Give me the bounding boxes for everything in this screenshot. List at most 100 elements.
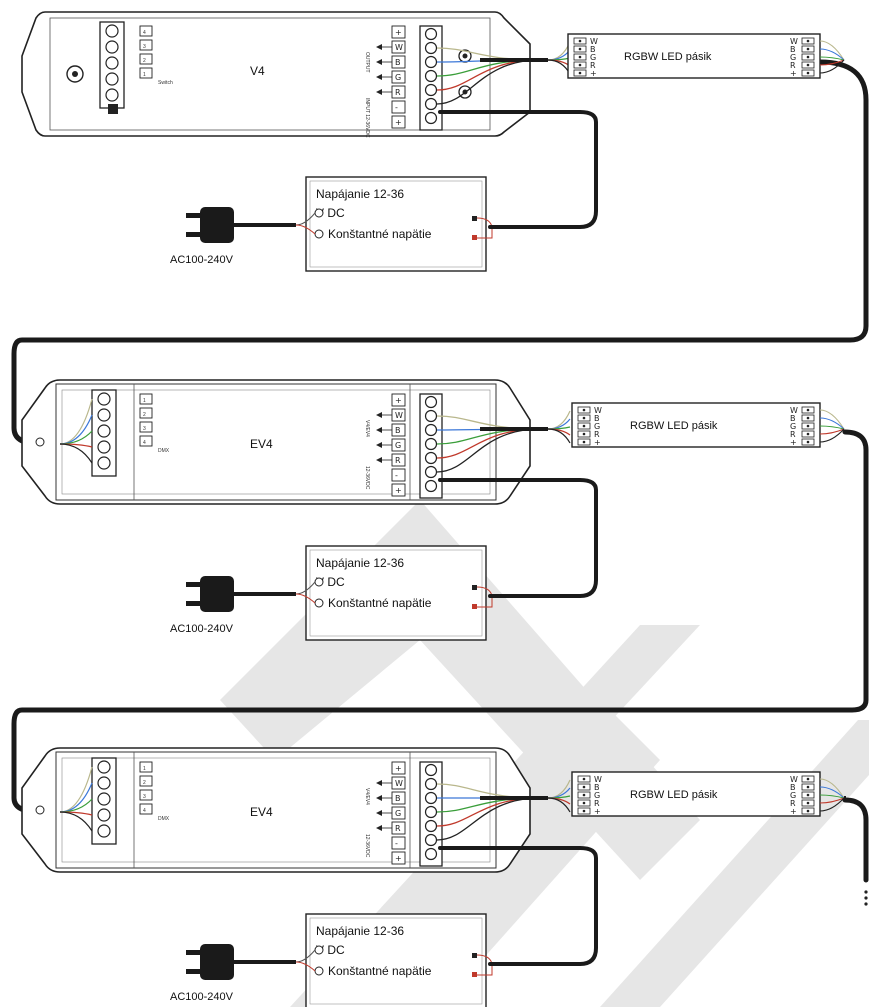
strip-pad-dot: [806, 416, 810, 420]
strip-channel-label: B: [790, 45, 796, 54]
terminal-screw: [424, 847, 438, 861]
input-label: INPUT 12-36VDC: [364, 98, 370, 138]
channel-switch: [139, 803, 153, 815]
strip-body: [571, 402, 821, 448]
strip-body: [567, 33, 821, 79]
strip-out-wire: [819, 59, 845, 66]
strip-pad-dot: [582, 408, 586, 412]
power-supply-inner: [309, 549, 483, 637]
strip-pad-dot: [806, 809, 810, 813]
strip-label: RGBW LED pásik: [630, 420, 718, 432]
channel-switch: [139, 53, 153, 65]
power-supply-line1: Napájanie 12-36: [316, 924, 404, 938]
plug-prong: [186, 582, 201, 587]
terminal-screw: [424, 41, 438, 55]
terminal-key-label: +: [395, 396, 402, 405]
terminal-key: [391, 115, 406, 129]
plug-voltage-label: AC100-240V: [170, 254, 234, 266]
strip-channel-label: +: [790, 69, 797, 78]
terminal-key-label: +: [395, 28, 402, 37]
strip-channel-label: +: [594, 807, 601, 816]
terminal-screw: [424, 111, 438, 125]
output-label: V4/EV4: [364, 420, 370, 437]
strip-channel-label: W: [594, 775, 602, 784]
terminal-key-label: W: [395, 411, 403, 420]
terminal-key-label: B: [395, 794, 401, 803]
plug-prong: [186, 232, 201, 237]
terminal-screw: [97, 408, 111, 422]
power-supply-line3: Konštantné napätie: [328, 964, 432, 978]
terminal-screw: [424, 27, 438, 41]
channel-switch: [139, 25, 153, 37]
channel-label: 2: [143, 58, 146, 64]
channel-label: 1: [143, 398, 146, 404]
channel-label: 3: [143, 794, 146, 800]
terminal-screw: [424, 69, 438, 83]
terminal-screw: [424, 97, 438, 111]
strip-channel-label: R: [790, 61, 796, 70]
ac-terminal-icon: [314, 945, 324, 955]
status-led-icon: [108, 104, 118, 114]
strip-pad-dot: [806, 408, 810, 412]
strip-channel-label: W: [590, 37, 598, 46]
strip-pad-dot: [582, 793, 586, 797]
mount-hole-center: [72, 71, 78, 77]
diode-icon: [376, 795, 382, 801]
terminal-screw: [424, 423, 438, 437]
strip-channel-label: +: [594, 438, 601, 447]
strip-fan-wire: [547, 59, 571, 75]
dc-positive-terminal: [472, 604, 477, 609]
dc-positive-terminal: [472, 972, 477, 977]
terminal-key: [391, 851, 406, 865]
strip-out-wire: [819, 59, 845, 74]
terminal-key-label: G: [395, 809, 401, 818]
terminal-key-label: W: [395, 43, 403, 52]
strip-pad-dot: [578, 55, 582, 59]
strip-channel-label: G: [594, 791, 600, 800]
strip-channel-label: B: [594, 414, 600, 423]
strip-channel-label: W: [790, 406, 798, 415]
strip-channel-label: G: [790, 791, 796, 800]
plug-body: [200, 576, 234, 612]
diode-icon: [376, 457, 382, 463]
dc-cable: [438, 110, 598, 229]
strip-pad-dot: [806, 432, 810, 436]
channel-switch: [139, 775, 153, 787]
diode-icon: [376, 780, 382, 786]
channel-switch: [139, 39, 153, 51]
channel-switch: [139, 393, 153, 405]
terminal-screw: [97, 424, 111, 438]
input-label: 12-36VDC: [364, 466, 370, 490]
strip-pad-dot: [582, 777, 586, 781]
ac-terminal-icon: [314, 577, 324, 587]
plug-prong: [186, 950, 201, 955]
ac-wire: [295, 224, 316, 235]
plug-voltage-label: AC100-240V: [170, 623, 234, 635]
dc-negative-terminal: [472, 585, 477, 590]
terminal-key: [391, 100, 406, 114]
mount-hole: [35, 437, 45, 447]
ac-wire: [295, 593, 316, 604]
strip-pad-dot: [578, 63, 582, 67]
dc-lead: [476, 586, 493, 608]
terminal-screw: [97, 792, 111, 806]
diode-icon: [376, 89, 382, 95]
terminal-key-label: +: [395, 764, 402, 773]
strip-body: [571, 771, 821, 817]
terminal-key-label: -: [395, 839, 398, 848]
terminal-key-label: B: [395, 58, 401, 67]
terminal-key-label: +: [395, 486, 402, 495]
strip-channel-label: G: [594, 422, 600, 431]
ac-terminal-icon: [314, 966, 324, 976]
strip-pad-dot: [582, 785, 586, 789]
model-label: EV4: [250, 437, 273, 451]
strip-channel-label: W: [790, 775, 798, 784]
strip-pad-dot: [806, 63, 810, 67]
terminal-screw: [97, 760, 111, 774]
terminal-screw: [97, 808, 111, 822]
strip-fan-wire: [547, 41, 571, 61]
channel-label: 4: [143, 440, 146, 446]
